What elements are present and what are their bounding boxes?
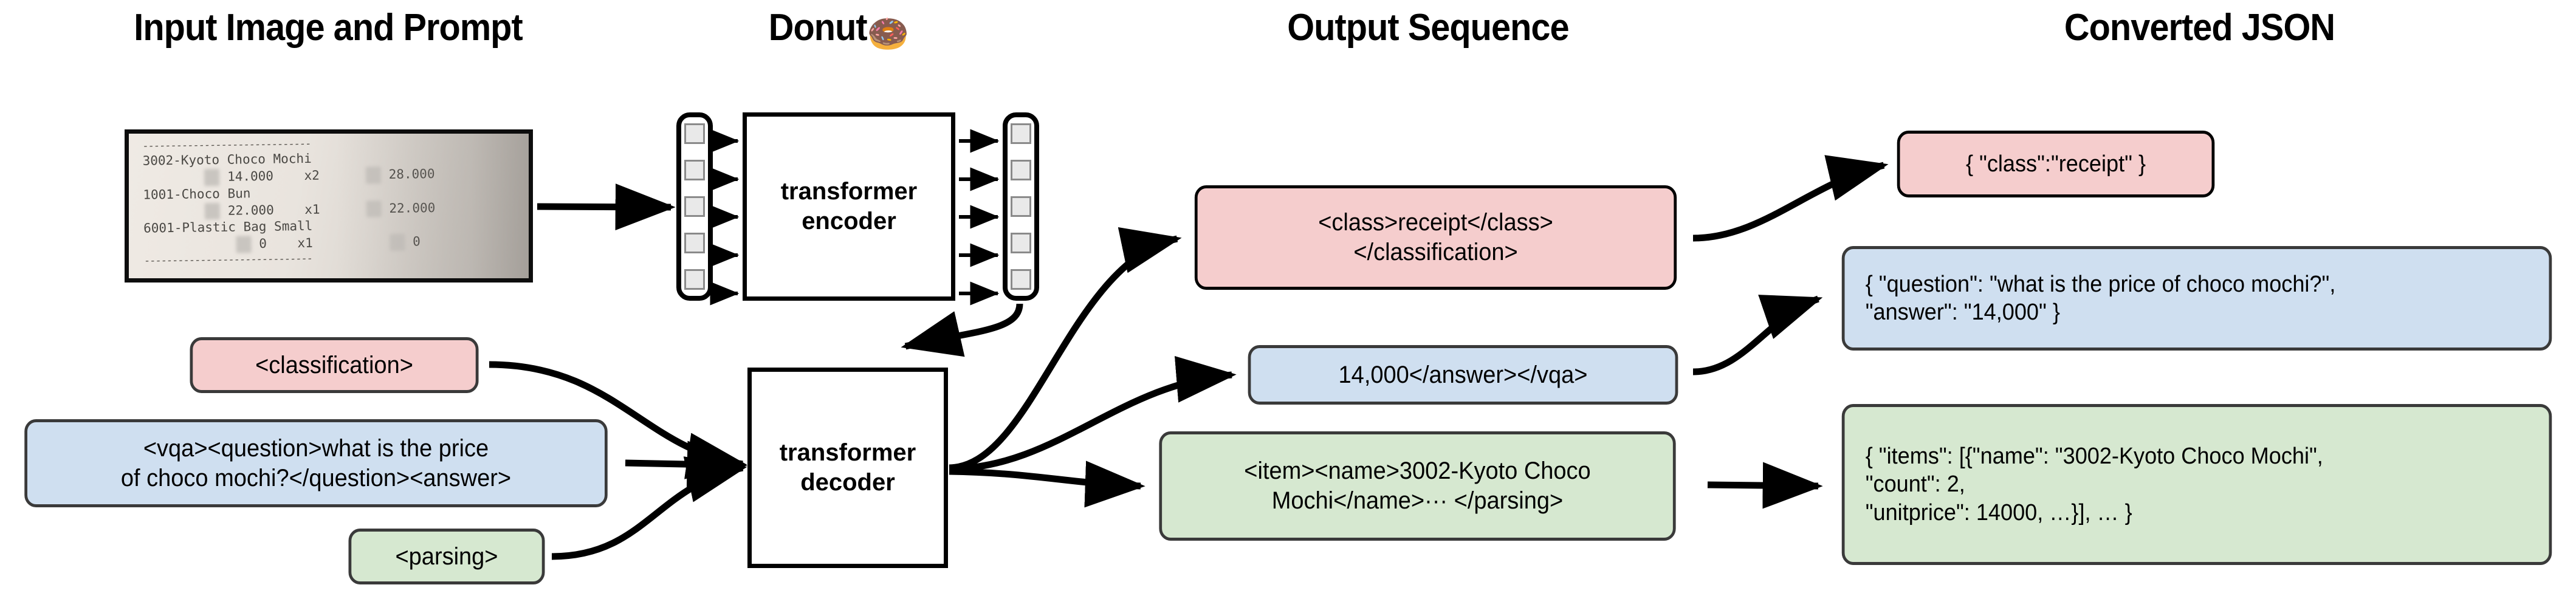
latent-token [1011, 123, 1031, 144]
prompt-box-parsing[interactable]: <parsing> [348, 529, 545, 584]
receipt-count-2: x1 [297, 235, 313, 251]
heading-donut-text: Donut [768, 7, 868, 49]
redaction-block: Rp [236, 236, 252, 253]
receipt-total-0: 28.000 [388, 166, 435, 182]
arrow-vqa-prompt-to-decoder [625, 440, 747, 488]
patch-token [684, 196, 705, 217]
heading-donut: Donut🍩 [669, 6, 1008, 55]
prompt-box-classification[interactable]: <classification> [190, 337, 479, 393]
heading-converted-json: Converted JSON [2064, 7, 2335, 49]
encoder-output-token-stack [1003, 112, 1039, 301]
receipt-count-1: x1 [304, 202, 320, 217]
patch-token [684, 160, 705, 180]
output-box-classification[interactable]: <class>receipt</class> </classification> [1194, 185, 1677, 290]
latent-token [1011, 269, 1031, 290]
donut-icon: 🍩 [867, 13, 909, 54]
arrow-decoder-to-output-classification [949, 227, 1182, 471]
patch-token [684, 123, 705, 144]
receipt-unitprice-0: 14.000 [227, 168, 274, 184]
receipt-count-0: x2 [304, 168, 320, 183]
latent-token [1011, 160, 1031, 180]
json-box-parsing[interactable]: { "items": [{"name": "3002-Kyoto Choco M… [1841, 404, 2552, 565]
prompt-box-vqa[interactable]: <vqa><question>what is the price of choc… [24, 419, 608, 507]
redaction-block: Rp [366, 200, 382, 217]
json-box-classification[interactable]: { "class":"receipt" } [1897, 131, 2215, 197]
arrow-encoder-to-decoder [901, 303, 1023, 357]
receipt-total-1: 22.000 [389, 200, 436, 216]
receipt-unitprice-1: 22.000 [227, 202, 274, 218]
heading-output-sequence: Output Sequence [1287, 7, 1569, 49]
latent-token [1011, 233, 1031, 253]
json-box-vqa[interactable]: { "question": "what is the price of choc… [1841, 246, 2552, 351]
receipt-total-2: 0 [412, 234, 421, 249]
patch-token [684, 269, 705, 290]
receipt-image: ------------------------------3002-Kyoto… [125, 129, 533, 283]
receipt-unitprice-2: 0 [259, 236, 267, 252]
patch-token [684, 233, 705, 253]
arrow-output-to-json-classification [1692, 155, 1889, 242]
redaction-block: Rp [204, 169, 220, 187]
output-box-parsing[interactable]: <item><name>3002-Kyoto Choco Mochi</name… [1159, 431, 1676, 541]
arrow-decoder-to-output-parsing [949, 461, 1145, 508]
transformer-decoder-block: transformer decoder [747, 368, 948, 568]
redaction-block: Rp [204, 202, 221, 220]
latent-token [1011, 196, 1031, 217]
redaction-block: Rp [389, 233, 405, 251]
encoder-input-token-stack [676, 112, 713, 301]
output-box-vqa[interactable]: 14,000</answer></vqa> [1248, 345, 1678, 405]
arrow-output-to-json-vqa [1692, 295, 1823, 375]
transformer-encoder-block: transformer encoder [743, 112, 955, 301]
heading-input-image-and-prompt: Input Image and Prompt [134, 7, 523, 49]
redaction-block: Rp [365, 166, 382, 184]
receipt-paper: ------------------------------3002-Kyoto… [129, 134, 529, 278]
arrow-output-to-json-parsing [1707, 462, 1823, 509]
